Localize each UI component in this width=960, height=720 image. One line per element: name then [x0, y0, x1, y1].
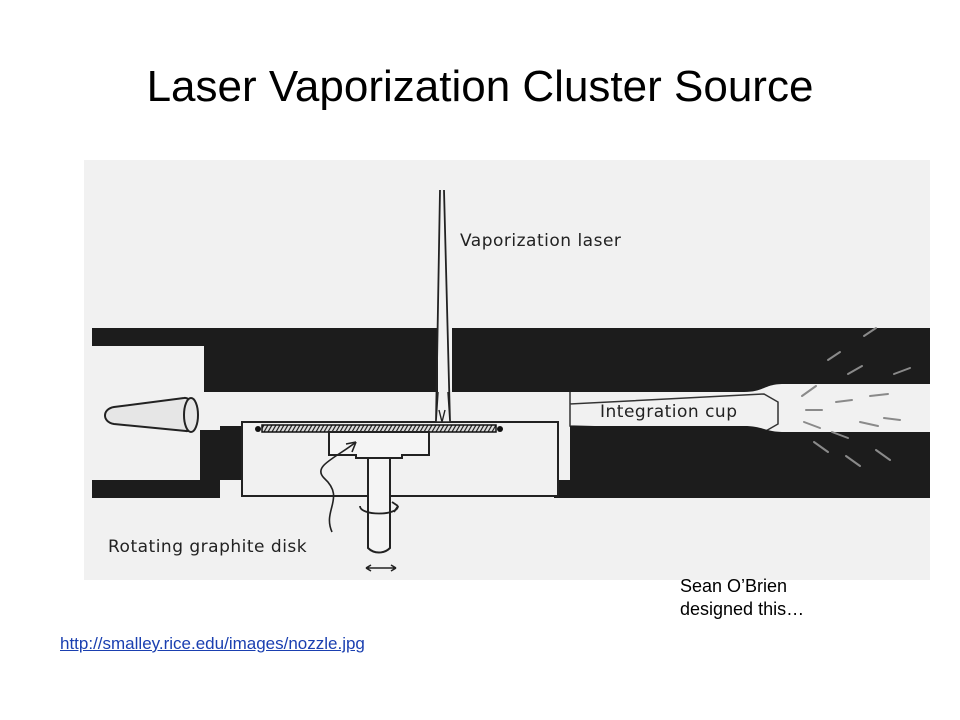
helium-label-line2: helium [112, 367, 173, 387]
disk-holder [328, 431, 430, 459]
disk-leader-line [320, 441, 357, 533]
graphite-disk [261, 424, 497, 433]
integration-cup-label: Integration cup [600, 402, 738, 422]
upper-right-block [452, 328, 930, 392]
rotation-shaft [367, 457, 391, 554]
disk-label: Rotating graphite disk [108, 537, 307, 557]
helium-label-line1: 10 atm [112, 347, 176, 367]
integration-cup-channel [569, 392, 779, 433]
upper-block [92, 328, 438, 392]
nozzle-diagram: Vaporization laser 10 atm helium Integra… [84, 160, 930, 580]
translation-arrow-icon [365, 564, 397, 572]
laser-beam [435, 189, 451, 423]
credit-line-1: Sean O’Brien [680, 576, 788, 596]
credit-line-2: designed this… [680, 599, 805, 619]
slide-title: Laser Vaporization Cluster Source [146, 62, 814, 111]
source-link[interactable]: http://smalley.rice.edu/images/nozzle.jp… [60, 634, 365, 653]
laser-label: Vaporization laser [460, 231, 621, 251]
cluster-spray [801, 327, 911, 467]
credit-note: Sean O’Brien designed this… [680, 575, 804, 621]
